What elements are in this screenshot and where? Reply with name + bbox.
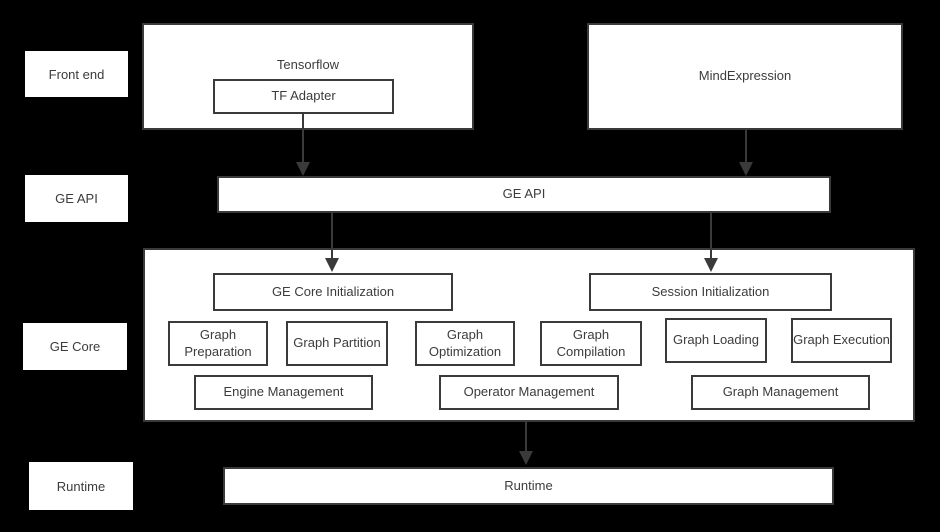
engine-management-box: Engine Management — [194, 375, 373, 410]
runtime-bar: Runtime — [223, 467, 834, 505]
row-label-ge-core-text: GE Core — [49, 339, 101, 354]
graph-execution-label: Graph Execution — [793, 332, 890, 348]
graph-compilation-label: Graph Compilation — [556, 326, 626, 359]
graph-loading-label: Graph Loading — [672, 332, 759, 348]
graph-management-label: Graph Management — [722, 384, 839, 400]
runtime-bar-label: Runtime — [504, 477, 553, 493]
graph-optimization-label: Graph Optimization — [428, 326, 502, 359]
row-label-front-end-text: Front end — [48, 66, 105, 82]
graph-partition-box: Graph Partition — [286, 321, 388, 366]
row-label-ge-api: GE API — [25, 175, 128, 222]
row-label-ge-api-text: GE API — [55, 191, 98, 206]
operator-management-label: Operator Management — [463, 384, 595, 400]
graph-compilation-box: Graph Compilation — [540, 321, 642, 366]
arrow-mindexpression-to-ge-api-icon — [739, 129, 753, 176]
row-label-runtime-text: Runtime — [56, 478, 106, 494]
session-initialization-label: Session Initialization — [651, 283, 770, 299]
graph-execution-box: Graph Execution — [791, 318, 892, 363]
tensorflow-label: Tensorflow — [276, 57, 340, 72]
graph-preparation-label: Graph Preparation — [184, 326, 252, 359]
graph-loading-box: Graph Loading — [665, 318, 767, 363]
operator-management-box: Operator Management — [439, 375, 619, 410]
ge-core-initialization-box: GE Core Initialization — [213, 273, 453, 311]
mindexpression-label: MindExpression — [698, 68, 792, 84]
graph-optimization-box: Graph Optimization — [415, 321, 515, 366]
graph-preparation-box: Graph Preparation — [168, 321, 268, 366]
row-label-front-end: Front end — [25, 51, 128, 97]
graph-partition-label: Graph Partition — [293, 335, 381, 351]
ge-api-bar-label: GE API — [502, 186, 546, 202]
arrow-ge-core-to-runtime-icon — [519, 421, 533, 465]
ge-core-initialization-label: GE Core Initialization — [271, 283, 395, 299]
mindexpression-box: MindExpression — [587, 23, 903, 130]
row-label-ge-core: GE Core — [23, 323, 127, 370]
engine-management-label: Engine Management — [223, 384, 344, 400]
tf-adapter-box: TF Adapter — [213, 79, 394, 114]
graph-management-box: Graph Management — [691, 375, 870, 410]
session-initialization-box: Session Initialization — [589, 273, 832, 311]
ge-api-bar: GE API — [217, 176, 831, 213]
tf-adapter-label: TF Adapter — [271, 88, 336, 104]
row-label-runtime: Runtime — [29, 462, 133, 510]
